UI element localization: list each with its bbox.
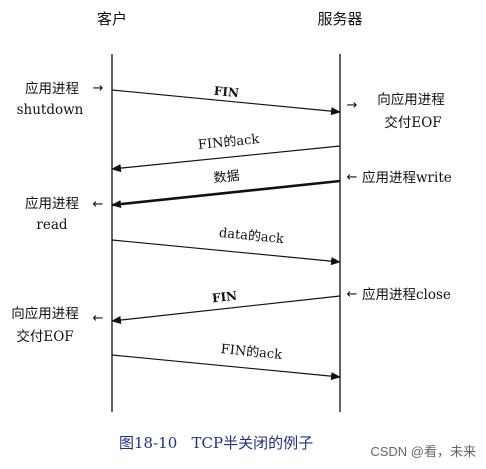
message-label-data: 数据 (213, 169, 240, 187)
watermark: CSDN @看，未来 (370, 444, 476, 459)
note-server-eof-line1: 向应用进程 (377, 91, 445, 108)
note-server-close: 应用进程close (362, 286, 451, 303)
figure-caption: 图18-10 TCP半关闭的例子 (119, 434, 313, 452)
right-arrow-glyph: → (93, 81, 104, 96)
note-client-shutdown-line1: 应用进程 (25, 80, 79, 97)
message-label-fin-ack-client: FIN的ack (220, 341, 283, 363)
message-arrow-data (111, 179, 341, 209)
message-label-fin-server: FIN (211, 289, 237, 306)
left-arrow-glyph: ← (93, 311, 104, 326)
message-arrow-data-ack (111, 239, 341, 266)
message-arrow-fin-ack-server (111, 145, 341, 173)
note-server-eof-line2: 交付EOF (384, 114, 441, 131)
message-arrow-fin-server (111, 295, 341, 324)
note-client-read-line1: 应用进程 (25, 195, 79, 212)
message-arrow-fin-client (111, 89, 341, 116)
server-header: 服务器 (317, 10, 362, 28)
right-arrow-glyph: → (347, 98, 358, 113)
client-header: 客户 (97, 10, 127, 28)
message-label-fin-ack-server: FIN的ack (197, 131, 260, 153)
left-arrow-glyph: ← (347, 287, 358, 302)
left-arrow-glyph: ← (93, 197, 104, 212)
note-client-shutdown-line2: shutdown (17, 102, 84, 118)
note-client-eof-line2: 交付EOF (16, 328, 73, 345)
left-arrow-glyph: ← (347, 170, 358, 185)
message-arrow-fin-ack-client (111, 354, 341, 381)
message-label-fin-client: FIN (213, 84, 239, 100)
note-client-eof-line1: 向应用进程 (11, 305, 79, 322)
note-server-write: 应用进程write (362, 169, 452, 186)
note-client-read-line2: read (36, 217, 67, 233)
message-label-data-ack: data的ack (218, 225, 284, 247)
